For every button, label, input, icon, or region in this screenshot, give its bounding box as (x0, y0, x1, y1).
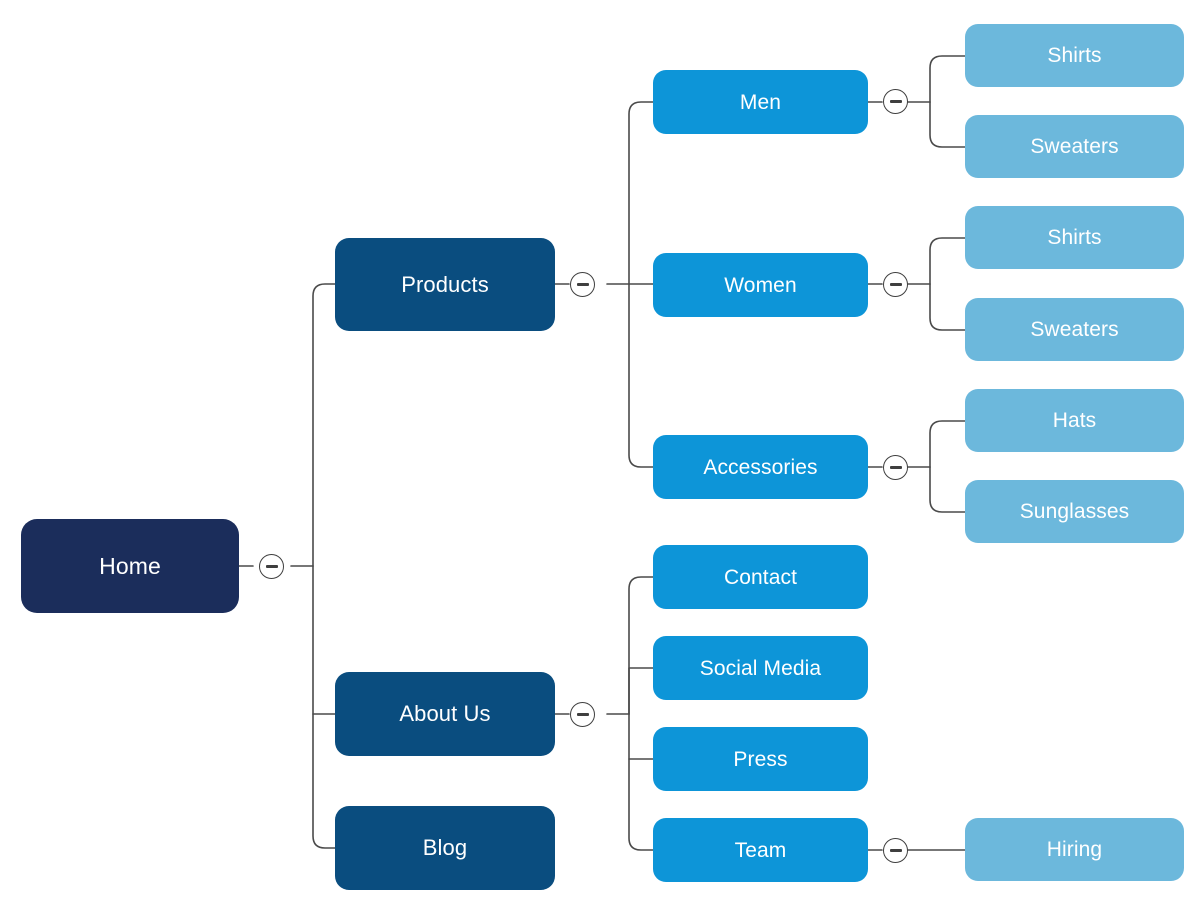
node-team-hiring[interactable]: Hiring (965, 818, 1184, 881)
edge-men-to-sweaters (929, 101, 966, 148)
edge-home-to-products (312, 283, 336, 567)
edge-accessories-to-hats (929, 420, 966, 468)
edge-aboutus-to-contact (628, 576, 654, 715)
node-team-hiring-label: Hiring (1046, 838, 1103, 861)
edge-home-to-blog (312, 713, 336, 849)
node-team-label: Team (734, 838, 787, 862)
node-blog-label: Blog (422, 835, 468, 860)
node-women-sweaters[interactable]: Sweaters (965, 298, 1184, 361)
node-men-sweaters-label: Sweaters (1030, 135, 1119, 158)
edge-women-to-sweaters (929, 283, 966, 331)
minus-circle-icon (889, 466, 902, 469)
toggle-team[interactable] (883, 838, 908, 863)
toggle-products[interactable] (570, 272, 595, 297)
toggle-about-us[interactable] (570, 702, 595, 727)
node-home-label: Home (99, 552, 161, 579)
minus-circle-icon (576, 713, 589, 716)
node-men[interactable]: Men (653, 70, 868, 134)
minus-circle-icon (889, 283, 902, 286)
edge-men-to-shirts (929, 55, 966, 103)
node-women[interactable]: Women (653, 253, 868, 317)
toggle-men[interactable] (883, 89, 908, 114)
edge-women-to-shirts (929, 237, 966, 285)
node-women-shirts-label: Shirts (1047, 226, 1102, 249)
node-social-media-label: Social Media (699, 656, 822, 680)
node-accessories-hats[interactable]: Hats (965, 389, 1184, 452)
node-women-label: Women (724, 273, 797, 297)
node-about-us-label: About Us (399, 701, 491, 726)
node-accessories-hats-label: Hats (1052, 409, 1097, 432)
edge-home-to-aboutus (312, 565, 336, 715)
node-men-shirts[interactable]: Shirts (965, 24, 1184, 87)
toggle-home[interactable] (259, 554, 284, 579)
node-men-label: Men (739, 90, 782, 114)
node-women-sweaters-label: Sweaters (1030, 318, 1119, 341)
minus-circle-icon (889, 100, 902, 103)
node-team[interactable]: Team (653, 818, 868, 882)
edge-products-to-men (628, 101, 654, 285)
edge-aboutus-to-social (628, 667, 654, 715)
edge-aboutus-to-press (628, 713, 654, 760)
node-home[interactable]: Home (21, 519, 239, 613)
node-products-label: Products (401, 271, 489, 297)
node-contact-label: Contact (723, 565, 798, 589)
minus-circle-icon (889, 849, 902, 852)
node-press[interactable]: Press (653, 727, 868, 791)
edge-accessories-to-sunglasses (929, 466, 966, 513)
node-accessories-sunglasses-label: Sunglasses (1019, 500, 1130, 523)
minus-circle-icon (265, 565, 278, 568)
node-social-media[interactable]: Social Media (653, 636, 868, 700)
node-women-shirts[interactable]: Shirts (965, 206, 1184, 269)
node-products[interactable]: Products (335, 238, 555, 331)
toggle-accessories[interactable] (883, 455, 908, 480)
node-accessories[interactable]: Accessories (653, 435, 868, 499)
minus-circle-icon (576, 283, 589, 286)
node-blog[interactable]: Blog (335, 806, 555, 890)
node-contact[interactable]: Contact (653, 545, 868, 609)
node-men-sweaters[interactable]: Sweaters (965, 115, 1184, 178)
node-accessories-label: Accessories (703, 455, 818, 479)
toggle-women[interactable] (883, 272, 908, 297)
node-men-shirts-label: Shirts (1047, 44, 1102, 67)
node-press-label: Press (733, 747, 788, 771)
edge-aboutus-to-team (628, 758, 654, 851)
node-about-us[interactable]: About Us (335, 672, 555, 756)
edge-products-to-accessories (628, 283, 654, 468)
node-accessories-sunglasses[interactable]: Sunglasses (965, 480, 1184, 543)
